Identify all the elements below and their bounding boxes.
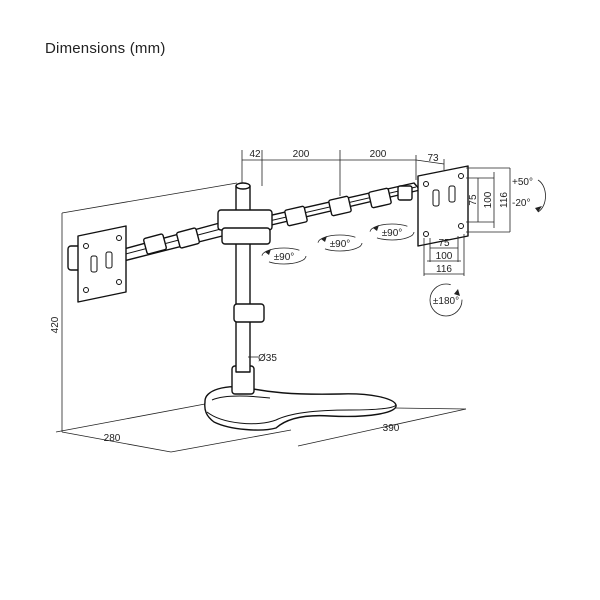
arm-dimension-chain: 42 200 200 73 bbox=[241, 149, 445, 196]
pole-offset-label: 42 bbox=[249, 149, 261, 160]
arm-segment-2-label: 200 bbox=[370, 149, 387, 160]
arm-2-rotation-label: ±90° bbox=[330, 239, 351, 250]
base-depth-label: 280 bbox=[104, 433, 121, 444]
left-vesa-plate bbox=[67, 225, 127, 303]
pole-diameter-label: Ø35 bbox=[258, 353, 277, 364]
arm-1-rotation-icon: ±90° bbox=[261, 247, 307, 265]
base-width-dimension: 390 bbox=[297, 407, 467, 447]
arm-segment-1-label: 200 bbox=[293, 149, 310, 160]
stand-base bbox=[204, 386, 397, 431]
page-title: Dimensions (mm) bbox=[45, 40, 166, 57]
plate-rotation-icon: ±180° bbox=[429, 283, 463, 317]
end-offset-label: 73 bbox=[427, 153, 439, 164]
tilt-down-label: -20° bbox=[512, 198, 530, 209]
plate-rotation-label: ±180° bbox=[433, 296, 459, 307]
tilt-indicator: +50° -20° bbox=[512, 177, 546, 213]
arm-1-rotation-label: ±90° bbox=[274, 252, 295, 263]
vesa-vertical-outer-label: 116 bbox=[499, 192, 510, 208]
height-label: 420 bbox=[50, 316, 61, 333]
vesa-dimensions: 75 100 116 75 100 116 bbox=[423, 167, 511, 276]
arm-3-rotation-icon: ±90° bbox=[369, 223, 415, 241]
height-dimension: 420 bbox=[50, 182, 238, 433]
tilt-up-label: +50° bbox=[512, 177, 533, 188]
arm-2-rotation-icon: ±90° bbox=[317, 234, 363, 252]
vesa-vertical-mid-label: 100 bbox=[483, 191, 494, 208]
right-vesa-plate bbox=[417, 165, 469, 247]
vesa-horizontal-inner-label: 75 bbox=[438, 238, 450, 249]
vesa-horizontal-outer-label: 116 bbox=[436, 264, 452, 275]
vesa-vertical-inner-label: 75 bbox=[468, 194, 479, 206]
base-width-label: 390 bbox=[383, 423, 400, 434]
rotation-indicators: ±90° ±90° ±90° ±180° bbox=[261, 223, 463, 317]
base-depth-dimension: 280 bbox=[61, 429, 292, 453]
arm-3-rotation-label: ±90° bbox=[382, 228, 403, 239]
vesa-horizontal-mid-label: 100 bbox=[436, 251, 453, 262]
